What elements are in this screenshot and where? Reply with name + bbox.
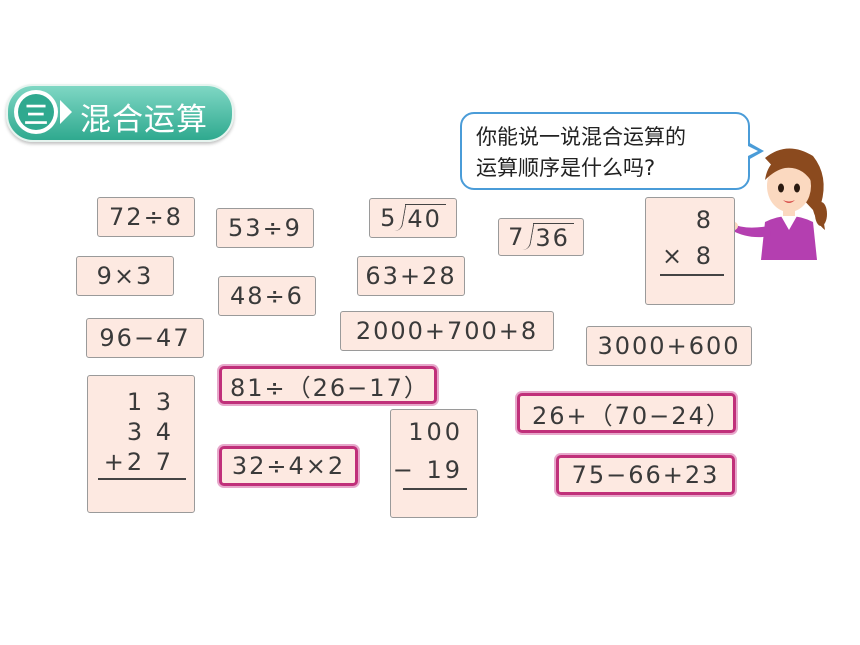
section-title: 混合运算 — [80, 102, 208, 138]
section-banner: 三 混合运算 — [6, 84, 234, 142]
girl-illustration — [725, 148, 827, 260]
card-vertical-addition[interactable]: 1 3 3 4 +2 7 — [87, 375, 195, 513]
vertical-line — [403, 488, 467, 490]
card-2000-plus-700-plus-8[interactable]: 2000+700+8 — [340, 311, 554, 351]
card-9-times-3[interactable]: 9×3 — [76, 256, 174, 296]
section-number-badge: 三 — [14, 90, 58, 134]
vertical-bottom-number: − 19 — [392, 456, 463, 484]
bubble-line-1: 你能说一说混合运算的 — [476, 125, 686, 149]
vertical-row-2: 3 4 — [126, 418, 174, 446]
dividend: 40 — [405, 203, 446, 233]
long-division: 5 40 — [380, 203, 446, 233]
card-division-36-by-7[interactable]: 7 36 — [498, 218, 584, 256]
card-3000-plus-600[interactable]: 3000+600 — [586, 326, 752, 366]
bubble-tail-inner — [746, 145, 758, 157]
vertical-line — [98, 478, 186, 480]
card-26-plus-paren[interactable]: 26+（70−24） — [517, 393, 736, 433]
vertical-row-1: 1 3 — [126, 388, 174, 416]
vertical-bottom-number: × 8 — [661, 242, 714, 270]
long-division: 7 36 — [508, 222, 574, 252]
card-53-div-9[interactable]: 53÷9 — [216, 208, 314, 248]
divisor: 5 — [380, 204, 398, 232]
speech-bubble: 你能说一说混合运算的 运算顺序是什么吗? — [460, 112, 750, 190]
bubble-line-2: 运算顺序是什么吗? — [476, 156, 656, 180]
card-48-div-6[interactable]: 48÷6 — [218, 276, 316, 316]
arrow-icon — [60, 100, 72, 124]
vertical-top-number: 100 — [408, 418, 463, 446]
vertical-line — [660, 274, 724, 276]
card-72-div-8[interactable]: 72÷8 — [97, 197, 195, 237]
card-81-div-paren[interactable]: 81÷（26−17） — [219, 366, 437, 404]
vertical-top-number: 8 — [695, 206, 714, 234]
card-division-40-by-5[interactable]: 5 40 — [369, 198, 457, 238]
card-96-minus-47[interactable]: 96−47 — [86, 318, 204, 358]
divisor: 7 — [508, 223, 526, 251]
card-63-plus-28[interactable]: 63+28 — [357, 256, 465, 296]
vertical-row-3: +2 7 — [103, 448, 174, 476]
dividend: 36 — [533, 222, 574, 252]
card-75-minus-66-plus-23[interactable]: 75−66+23 — [556, 455, 735, 495]
section-number: 三 — [18, 94, 54, 130]
card-32-div-4-times-2[interactable]: 32÷4×2 — [219, 446, 358, 486]
card-vertical-100-minus-19[interactable]: 100 − 19 — [390, 409, 478, 518]
card-vertical-8-times-8[interactable]: 8 × 8 — [645, 197, 735, 305]
